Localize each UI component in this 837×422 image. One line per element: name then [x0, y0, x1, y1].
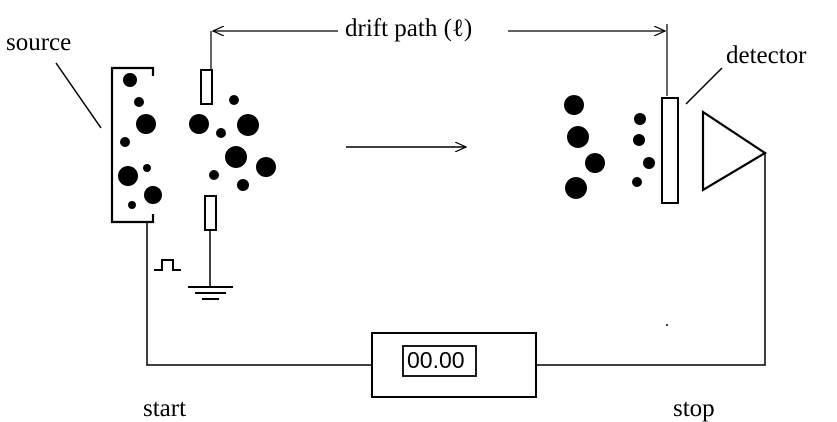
amplifier-icon — [701, 109, 768, 192]
upper-grid-electrode — [200, 69, 213, 105]
ground-icon — [188, 286, 233, 300]
source-ions — [118, 73, 162, 209]
drift-path-text: drift path — [345, 15, 438, 42]
source-wire — [146, 222, 372, 366]
start-pulse-icon — [154, 259, 181, 271]
detector-pointer-line — [685, 67, 723, 105]
detector-wire — [536, 153, 766, 366]
timer-display — [402, 345, 477, 377]
source-pointer-line — [55, 62, 102, 129]
source-housing — [110, 66, 155, 224]
stray-dot — [666, 324, 668, 326]
accelerated-ions — [189, 95, 276, 191]
lower-grid-electrode — [204, 195, 217, 231]
drift-path-symbol: (ℓ) — [443, 15, 473, 42]
detector-plate — [661, 97, 679, 204]
stop-label: stop — [673, 395, 715, 422]
separated-ions — [564, 95, 655, 199]
source-label: source — [6, 29, 72, 56]
timer-display-value: 00.00 — [407, 347, 465, 373]
drift-path-label: drift path (ℓ) — [345, 16, 472, 41]
start-label: start — [143, 395, 187, 422]
detector-label: detector — [726, 42, 807, 69]
